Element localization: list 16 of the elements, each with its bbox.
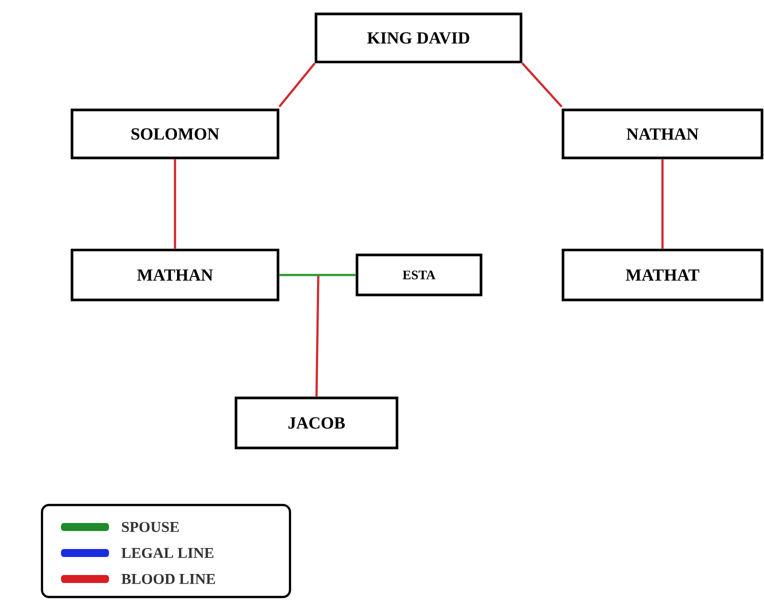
legend-label: BLOOD LINE	[121, 574, 216, 584]
connector-line	[279, 274, 356, 276]
connector-line	[315, 274, 320, 397]
connector-line	[174, 159, 176, 249]
connector-line	[661, 159, 664, 249]
name-box: MATHAT	[562, 248, 764, 302]
name-box: ESTA	[356, 254, 482, 296]
name-box: SOLOMON	[70, 108, 280, 160]
legend-label: SPOUSE	[122, 522, 179, 532]
name-box: NATHAN	[562, 108, 764, 160]
connector-line	[278, 62, 316, 108]
name-box: JACOB	[234, 396, 398, 450]
connector-line	[521, 62, 563, 108]
name-box: KING DAVID	[314, 12, 522, 64]
legend-label: LEGAL LINE	[121, 548, 214, 558]
name-box: MATHAN	[70, 248, 280, 302]
